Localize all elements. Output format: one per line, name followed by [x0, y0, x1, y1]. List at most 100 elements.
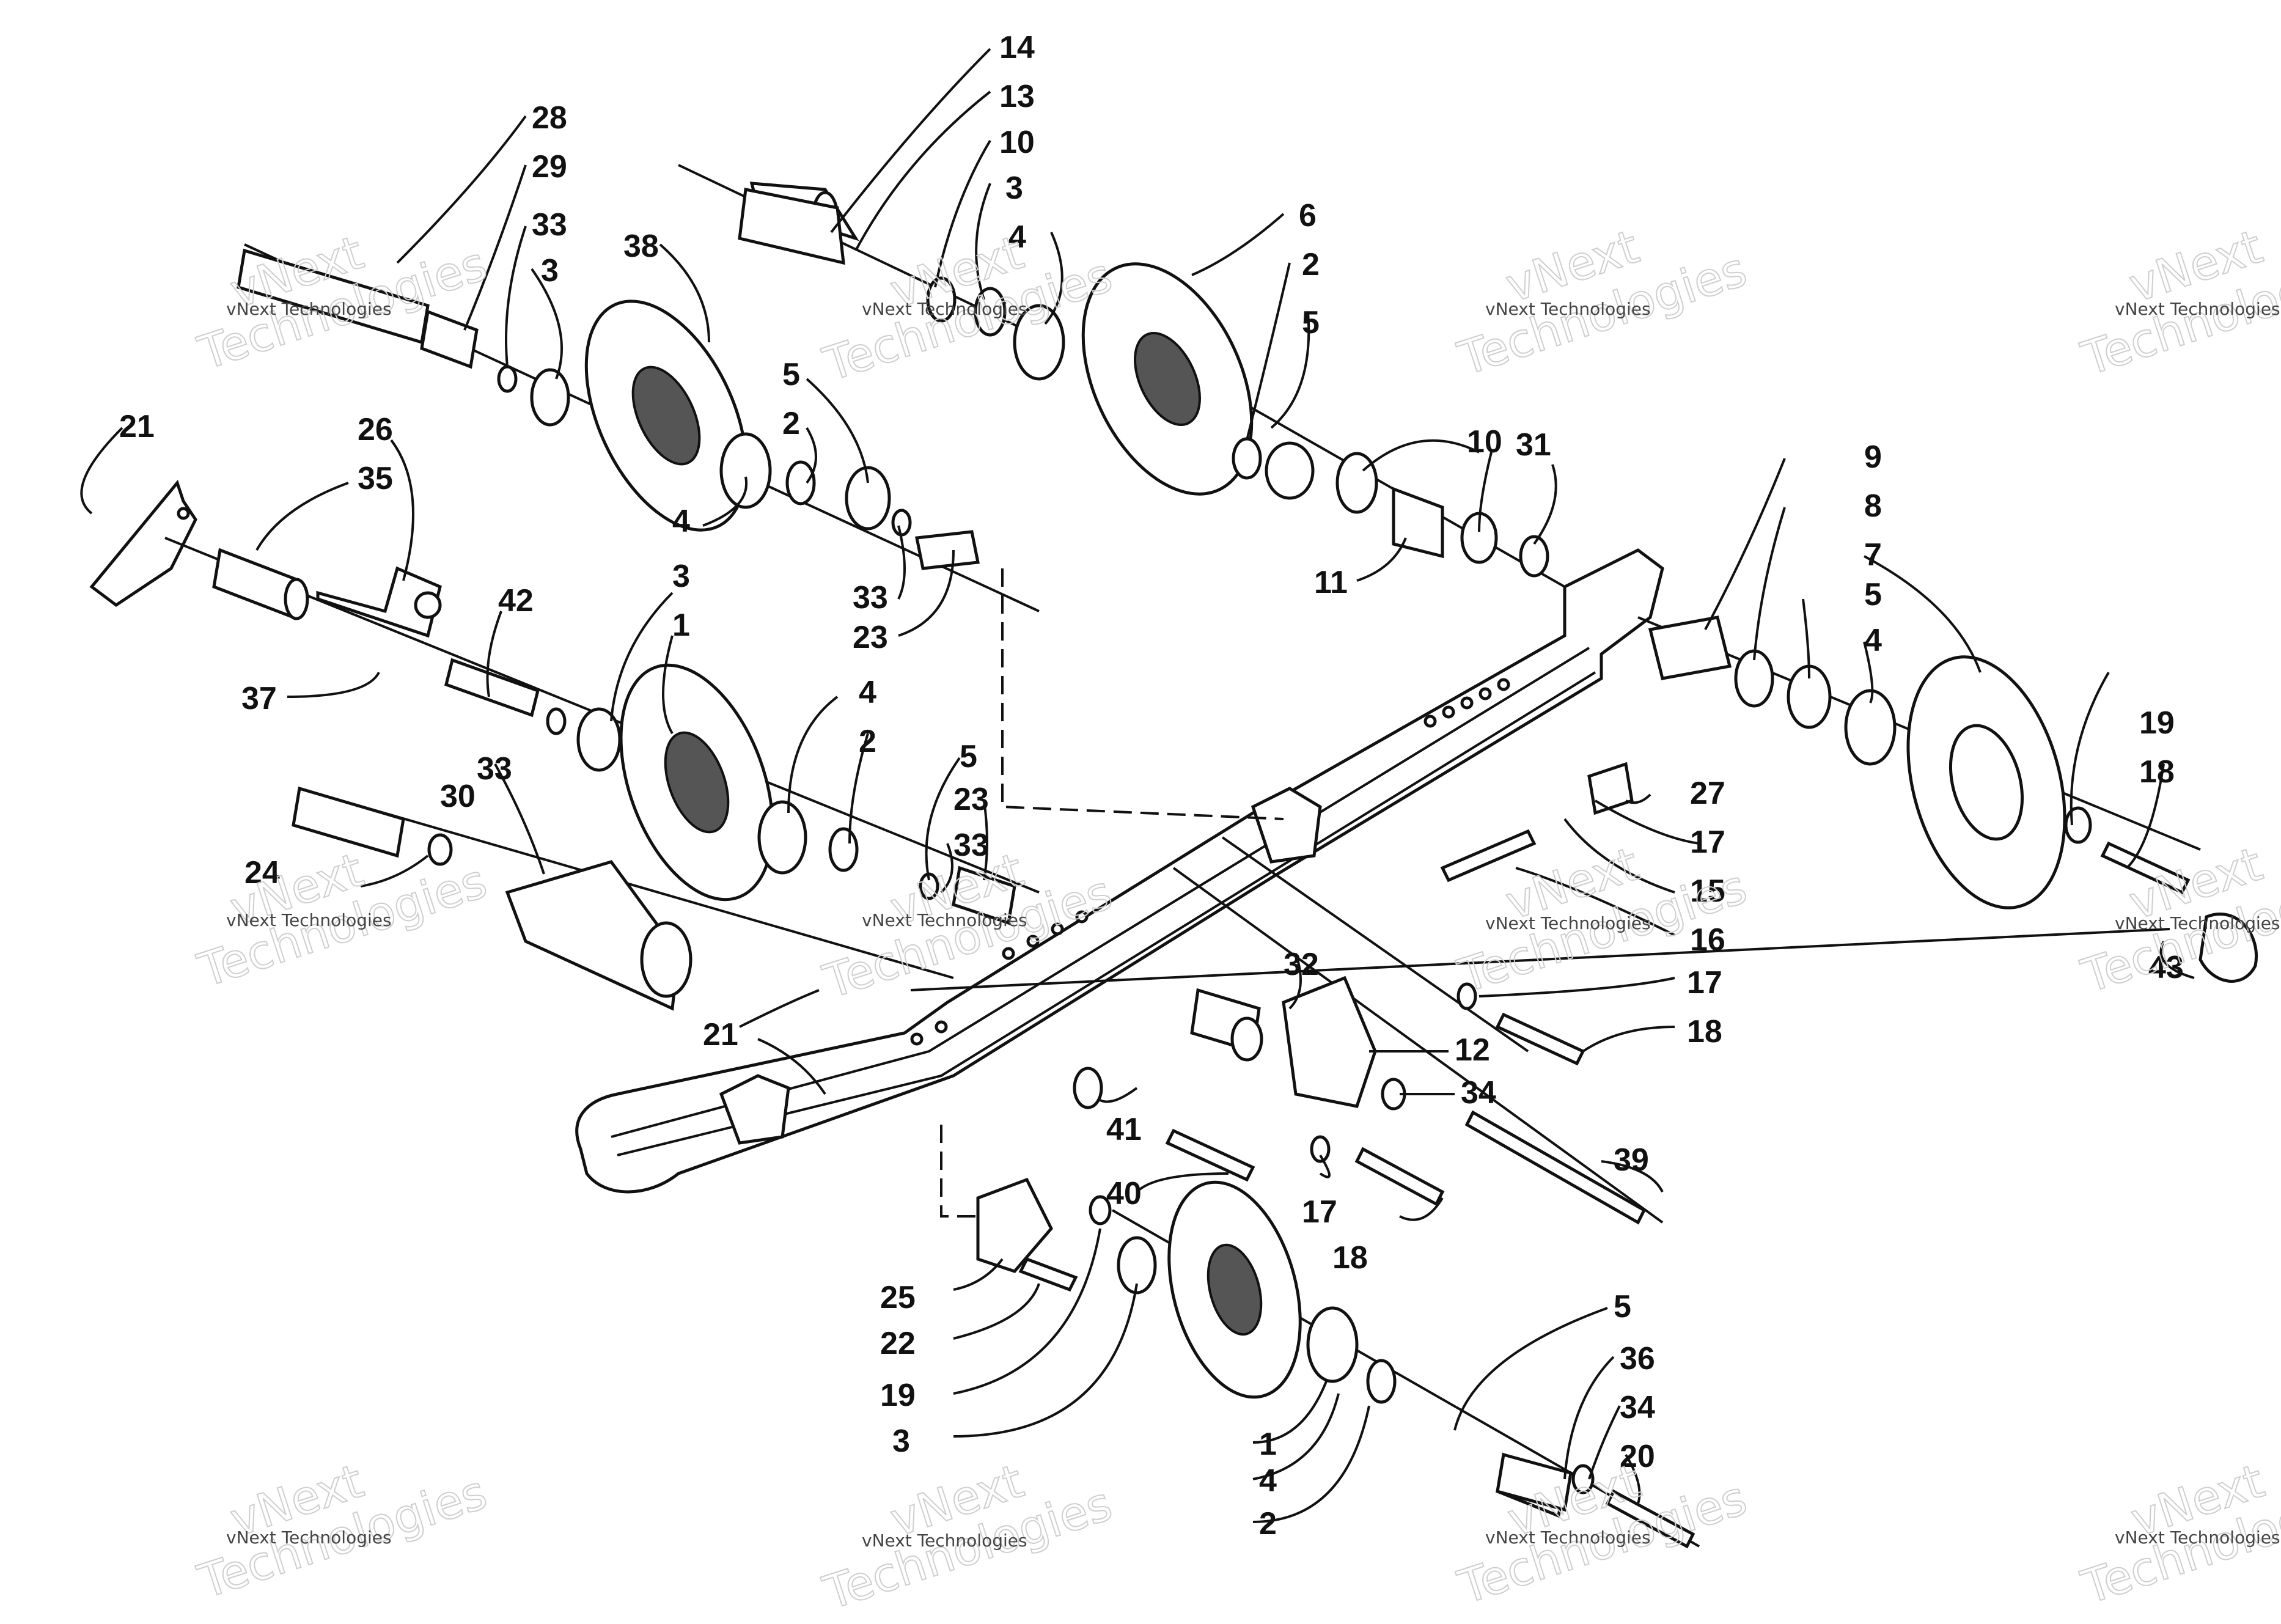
callout-4: 4	[672, 504, 690, 539]
callout-11: 11	[1314, 565, 1348, 600]
callout-18: 18	[1687, 1014, 1722, 1049]
callout-5: 5	[1614, 1289, 1631, 1325]
callout-37: 37	[241, 681, 277, 716]
watermark-small: vNext Technologies	[1485, 913, 1651, 933]
callout-17: 17	[1687, 965, 1722, 1001]
callout-5: 5	[960, 739, 977, 774]
watermark-small: vNext Technologies	[2115, 299, 2280, 319]
callout-27: 27	[1690, 776, 1725, 811]
shock-arm-30	[505, 860, 692, 1011]
callout-25: 25	[880, 1280, 916, 1315]
callout-3: 3	[541, 253, 559, 288]
spacer-36	[1496, 1452, 1573, 1512]
spacer-29	[420, 309, 479, 369]
callout-18: 18	[2139, 754, 2175, 790]
watermark: vNext Technologies	[2074, 1453, 2281, 1615]
rail-fragment-left	[89, 479, 197, 608]
callout-17: 17	[1302, 1194, 1337, 1230]
watermark-small: vNext Technologies	[2115, 913, 2280, 933]
callout-9: 9	[1864, 439, 1882, 475]
idler-wheel-38	[584, 299, 748, 532]
spacer-42	[444, 658, 540, 718]
callout-38: 38	[623, 229, 659, 264]
bearings-and-washers	[427, 276, 2258, 1518]
watermark-small: vNext Technologies	[226, 1527, 392, 1548]
spacer-27	[1587, 762, 1634, 815]
bolts	[1018, 829, 2191, 1549]
idler-wheel-1-lower	[1167, 1180, 1302, 1399]
watermark: vNext Technologies	[2074, 218, 2281, 386]
watermark-small: vNext Technologies	[862, 1530, 1027, 1551]
callout-20: 20	[1620, 1439, 1655, 1474]
callout-33: 33	[477, 751, 512, 787]
watermark: vNext Technologies	[1451, 218, 1754, 386]
callout-13: 13	[999, 79, 1035, 114]
watermark-small: vNext Technologies	[2115, 1527, 2280, 1548]
callout-3: 3	[672, 559, 690, 594]
callout-22: 22	[880, 1326, 916, 1361]
callout-18: 18	[1332, 1240, 1368, 1276]
callout-7: 7	[1864, 537, 1882, 573]
leader-lines	[80, 48, 2195, 1523]
callout-30: 30	[440, 779, 476, 814]
callout-10: 10	[1467, 424, 1502, 460]
slide-rail-frame	[575, 548, 1664, 1194]
callout-17: 17	[1690, 825, 1725, 860]
callout-24: 24	[244, 855, 280, 891]
callout-19: 19	[2139, 705, 2175, 741]
callout-8: 8	[1864, 488, 1882, 524]
spacer-35	[212, 548, 309, 620]
watermark: vNext Technologies	[191, 1453, 494, 1609]
bushing-32	[1190, 988, 1263, 1062]
callout-31: 31	[1516, 427, 1551, 463]
callout-10: 10	[999, 125, 1035, 160]
callout-36: 36	[1620, 1341, 1655, 1376]
callout-33: 33	[953, 828, 989, 863]
callout-4: 4	[1864, 623, 1882, 658]
watermark-small: vNext Technologies	[226, 910, 392, 930]
callout-16: 16	[1690, 922, 1725, 958]
idler-wheel-1-upper	[619, 663, 774, 902]
pivot-arm-26	[316, 566, 442, 638]
callout-23: 23	[953, 782, 989, 817]
callout-21: 21	[703, 1017, 738, 1053]
callout-2: 2	[1302, 247, 1320, 282]
callout-15: 15	[1690, 873, 1725, 909]
callout-3: 3	[1005, 171, 1023, 206]
callout-23: 23	[853, 620, 888, 655]
callout-29: 29	[532, 149, 567, 185]
watermark-small: vNext Technologies	[1485, 1527, 1651, 1548]
spacer-24	[292, 786, 405, 858]
idler-wheel-6	[1081, 262, 1254, 496]
callout-28: 28	[532, 100, 567, 136]
callout-43: 43	[2148, 950, 2184, 985]
callout-32: 32	[1284, 947, 1319, 982]
watermark: vNext Technologies	[1451, 1453, 1754, 1615]
callout-5: 5	[782, 357, 800, 392]
callout-39: 39	[1614, 1142, 1649, 1178]
watermark-small: vNext Technologies	[226, 299, 392, 319]
callout-21: 21	[119, 409, 155, 444]
block-25	[976, 1177, 1053, 1273]
idler-wheel-7	[1906, 655, 2066, 909]
watermark-small: vNext Technologies	[1485, 299, 1651, 319]
callout-1: 1	[672, 608, 690, 643]
callout-2: 2	[1259, 1506, 1277, 1541]
callout-3: 3	[892, 1424, 910, 1459]
callout-33: 33	[532, 207, 567, 243]
callout-42: 42	[498, 583, 534, 619]
callout-4: 4	[859, 675, 876, 710]
frame-holes	[910, 678, 1510, 1046]
watermark-small: vNext Technologies	[862, 910, 1027, 930]
callout-5: 5	[1302, 305, 1320, 340]
callout-34: 34	[1461, 1075, 1496, 1111]
sleeve-13	[738, 188, 845, 265]
callout-4: 4	[1259, 1463, 1277, 1499]
callout-2: 2	[782, 406, 800, 441]
callout-19: 19	[880, 1378, 916, 1413]
callout-1: 1	[1259, 1427, 1277, 1462]
callout-34: 34	[1620, 1390, 1655, 1425]
watermark: vNext Technologies	[817, 1453, 1119, 1621]
callout-14: 14	[999, 30, 1035, 65]
callout-26: 26	[358, 412, 393, 447]
